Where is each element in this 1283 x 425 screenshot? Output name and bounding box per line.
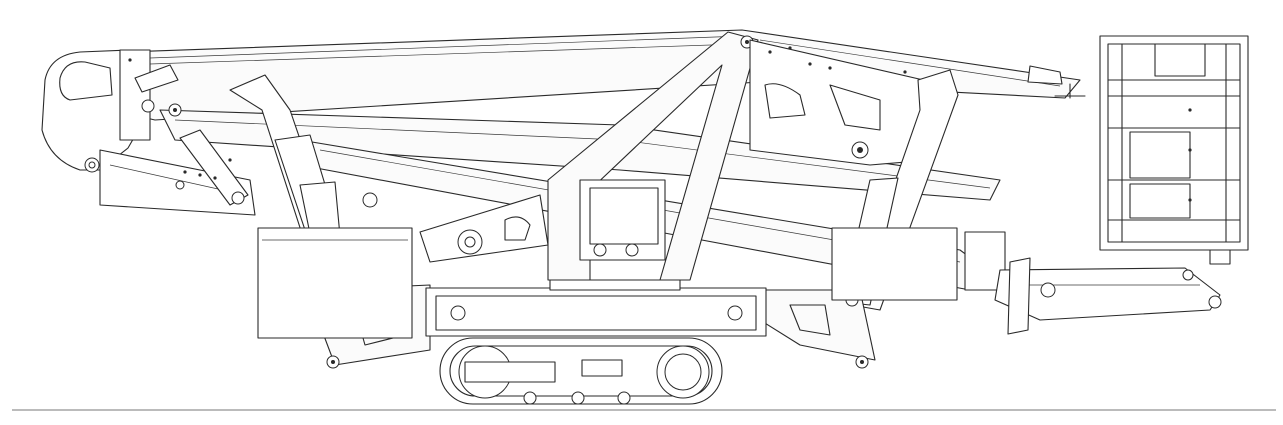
track-belt [439, 337, 723, 405]
work-basket [1099, 35, 1249, 265]
right-side-box [831, 227, 958, 301]
mast-right-plate [749, 39, 946, 166]
chassis [425, 279, 767, 337]
track-frame-bar [464, 361, 556, 383]
central-mast [419, 31, 946, 281]
right-outrigger [759, 69, 1006, 369]
upper-boom-end-bracket [1027, 65, 1063, 85]
mast-control-box [579, 179, 666, 261]
head-cylinder [134, 64, 179, 93]
basket-control-console [1154, 43, 1206, 77]
crawler-track [439, 337, 723, 405]
basket-mount [1209, 249, 1231, 265]
pulley-bracket [119, 49, 151, 141]
basket-jib [994, 257, 1222, 335]
slew-link [419, 194, 549, 263]
turntable-ring [549, 279, 681, 291]
jib-link [1007, 257, 1031, 335]
left-outrigger [229, 74, 431, 369]
chassis-beam [425, 287, 767, 337]
left-link-arm [179, 129, 249, 206]
bolt-details [128, 46, 1192, 208]
jib-arm [994, 267, 1221, 321]
left-side-box [257, 227, 413, 339]
